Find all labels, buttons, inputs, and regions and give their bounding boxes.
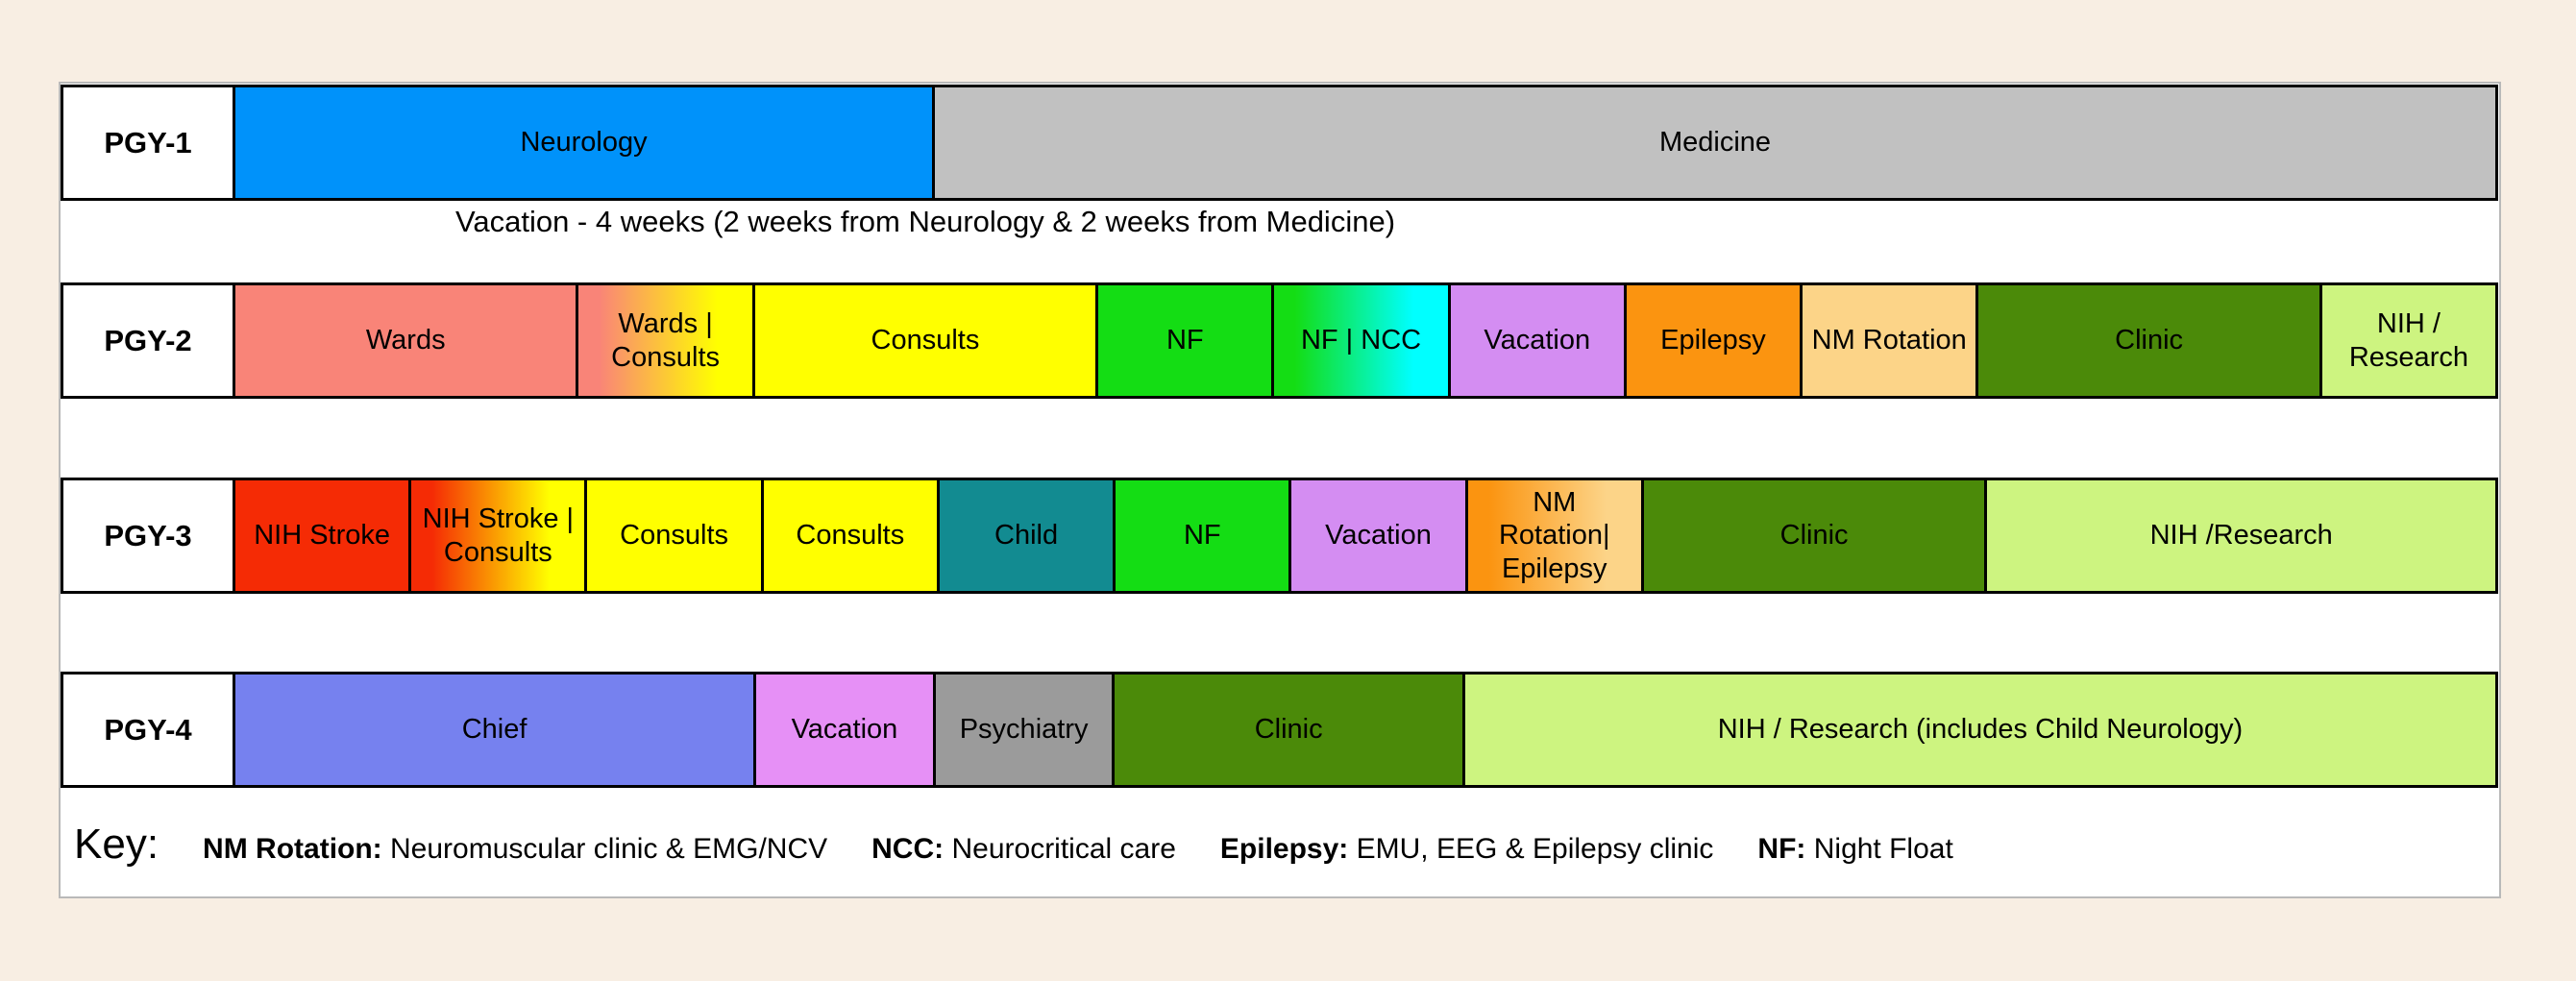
key-definition: Night Float — [1813, 833, 1953, 865]
key-term: Epilepsy: — [1219, 833, 1349, 865]
rotation-block: Psychiatry — [935, 674, 1116, 785]
key-definition: Neurocritical care — [951, 833, 1176, 865]
key-entry: NCC: Neurocritical care — [871, 833, 1176, 866]
rotation-block: Clinic — [1978, 285, 2322, 396]
rotation-block: Clinic — [1115, 674, 1465, 785]
key-title: Key: — [74, 821, 159, 868]
rotation-block: NM Rotation| Epilepsy — [1467, 480, 1644, 591]
key-term: NF: — [1757, 833, 1806, 865]
rotation-block: NF — [1098, 285, 1275, 396]
rotation-block: NM Rotation — [1803, 285, 1979, 396]
key-definition: Neuromuscular clinic & EMG/NCV — [390, 833, 828, 865]
rotation-block: NF | NCC — [1274, 285, 1451, 396]
rotation-block: Consults — [763, 480, 940, 591]
rotation-block: Consults — [754, 285, 1099, 396]
row-label: PGY-1 — [63, 87, 235, 198]
row-label: PGY-4 — [63, 674, 235, 785]
row-label: PGY-2 — [63, 285, 235, 396]
key-entry: NM Rotation: Neuromuscular clinic & EMG/… — [203, 833, 827, 866]
row-label: PGY-3 — [63, 480, 235, 591]
key-entry: NF: Night Float — [1757, 833, 1952, 866]
key-legend: Key: NM Rotation: Neuromuscular clinic &… — [74, 788, 2476, 896]
rotation-block: Wards — [235, 285, 579, 396]
rotation-block: NIH Stroke | Consults — [411, 480, 588, 591]
rotation-block: NIH Stroke — [235, 480, 412, 591]
key-term: NCC: — [871, 833, 945, 865]
key-definition: EMU, EEG & Epilepsy clinic — [1356, 833, 1714, 865]
pgy1-vacation-note: Vacation - 4 weeks (2 weeks from Neurolo… — [454, 205, 1396, 238]
rotation-block: Wards | Consults — [578, 285, 755, 396]
rotation-block: Epilepsy — [1626, 285, 1803, 396]
key-term: NM Rotation: — [203, 833, 382, 865]
rotation-block: Consults — [587, 480, 764, 591]
rotation-block: Chief — [235, 674, 757, 785]
rotation-block: Vacation — [756, 674, 936, 785]
rotation-block: Vacation — [1450, 285, 1627, 396]
rotation-block: NIH / Research (includes Child Neurology… — [1464, 674, 2495, 785]
rotation-block: Clinic — [1643, 480, 1988, 591]
rotation-block: Neurology — [235, 87, 936, 198]
rotation-block: Medicine — [935, 87, 2495, 198]
key-entry: Epilepsy: EMU, EEG & Epilepsy clinic — [1220, 833, 1714, 866]
rotation-block: Vacation — [1291, 480, 1468, 591]
rotation-block: NIH /Research — [1987, 480, 2496, 591]
rotation-block: Child — [939, 480, 1116, 591]
rotation-block: NF — [1116, 480, 1292, 591]
rotation-block: NIH / Research — [2321, 285, 2496, 396]
